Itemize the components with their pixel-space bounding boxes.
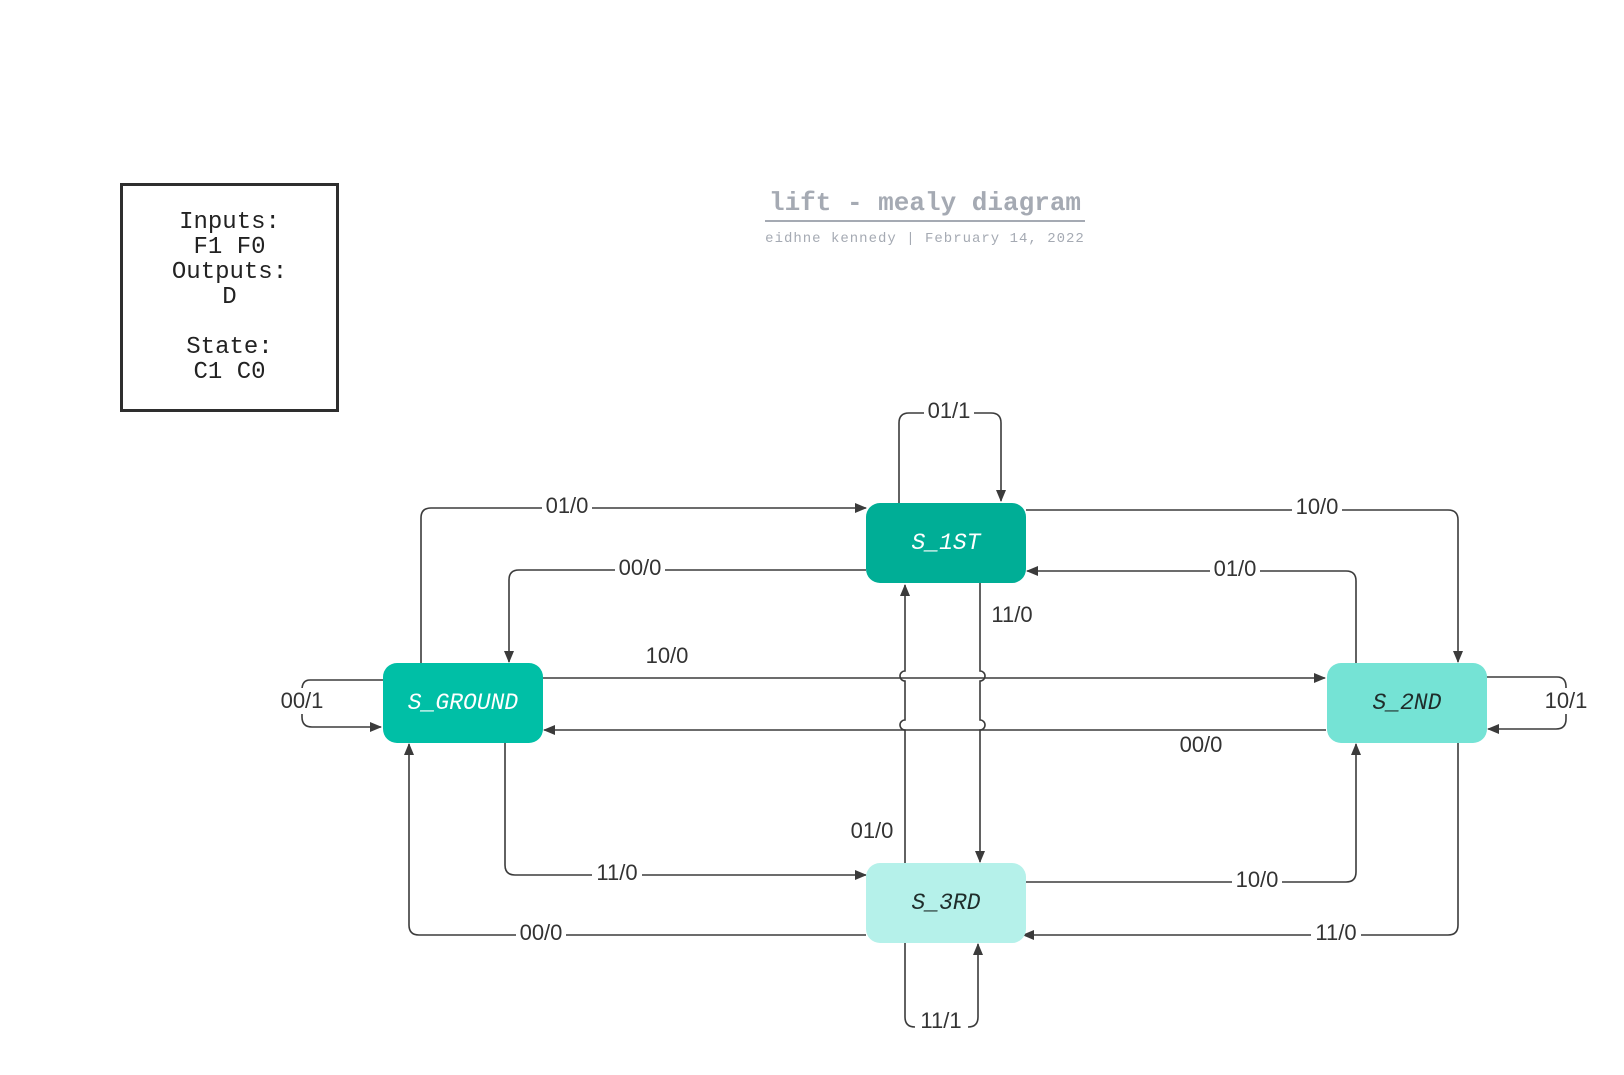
- edge-first-to-second: [1026, 509, 1463, 663]
- label-ground-to-third: 11/0: [596, 860, 637, 885]
- label-second-to-third: 11/0: [1315, 920, 1356, 945]
- legend-state-value: C1 C0: [193, 359, 266, 386]
- label-ground-self: 00/1: [281, 688, 324, 713]
- label-ground-to-second: 10/0: [646, 643, 689, 668]
- legend-outputs-value: D: [222, 284, 237, 311]
- state-s-2nd[interactable]: S_2ND: [1327, 663, 1487, 743]
- edge-third-to-second: [1026, 743, 1361, 883]
- legend-outputs-label: Outputs:: [171, 259, 288, 286]
- edge-third-to-ground: [404, 743, 866, 936]
- page-title: lift - mealy diagram: [0, 188, 1624, 222]
- edge-second-to-first: [1026, 566, 1357, 663]
- label-second-to-ground: 00/0: [1180, 732, 1223, 757]
- label-first-to-third: 11/0: [991, 602, 1032, 627]
- label-first-self: 01/1: [928, 398, 971, 423]
- state-s-3rd-label: S_3RD: [911, 890, 981, 916]
- page-title-text: lift - mealy diagram: [764, 188, 1086, 222]
- state-s-ground[interactable]: S_GROUND: [383, 663, 543, 743]
- legend-box: Inputs: F1 F0 Outputs: D State: C1 C0: [120, 183, 339, 412]
- legend-inputs-value: F1 F0: [193, 234, 266, 261]
- state-s-1st-label: S_1ST: [911, 530, 981, 556]
- page-subtitle: eidhne kennedy | February 14, 2022: [765, 231, 1085, 247]
- label-first-to-second: 10/0: [1296, 494, 1339, 519]
- state-s-2nd-label: S_2ND: [1372, 690, 1442, 716]
- label-third-self: 11/1: [920, 1008, 961, 1033]
- state-s-1st[interactable]: S_1ST: [866, 503, 1026, 583]
- edge-third-to-first: [899, 584, 910, 863]
- edge-first-self: [898, 412, 1006, 503]
- label-first-to-ground: 00/0: [619, 555, 662, 580]
- label-second-self: 10/1: [1545, 688, 1588, 713]
- label-third-to-ground: 00/0: [520, 920, 563, 945]
- label-ground-to-first: 01/0: [546, 493, 589, 518]
- legend-inputs-label: Inputs:: [179, 209, 280, 236]
- edge-first-to-third: [975, 583, 986, 863]
- state-s-3rd[interactable]: S_3RD: [866, 863, 1026, 943]
- label-second-to-first: 01/0: [1214, 556, 1257, 581]
- label-third-to-first: 01/0: [851, 818, 894, 843]
- state-s-ground-label: S_GROUND: [407, 690, 519, 716]
- legend-state-label: State:: [186, 334, 273, 361]
- edge-first-to-ground: [504, 569, 866, 663]
- label-third-to-second: 10/0: [1236, 867, 1279, 892]
- edge-second-to-third: [1022, 743, 1459, 940]
- edge-ground-to-first: [420, 503, 867, 663]
- edge-ground-to-third: [504, 743, 867, 880]
